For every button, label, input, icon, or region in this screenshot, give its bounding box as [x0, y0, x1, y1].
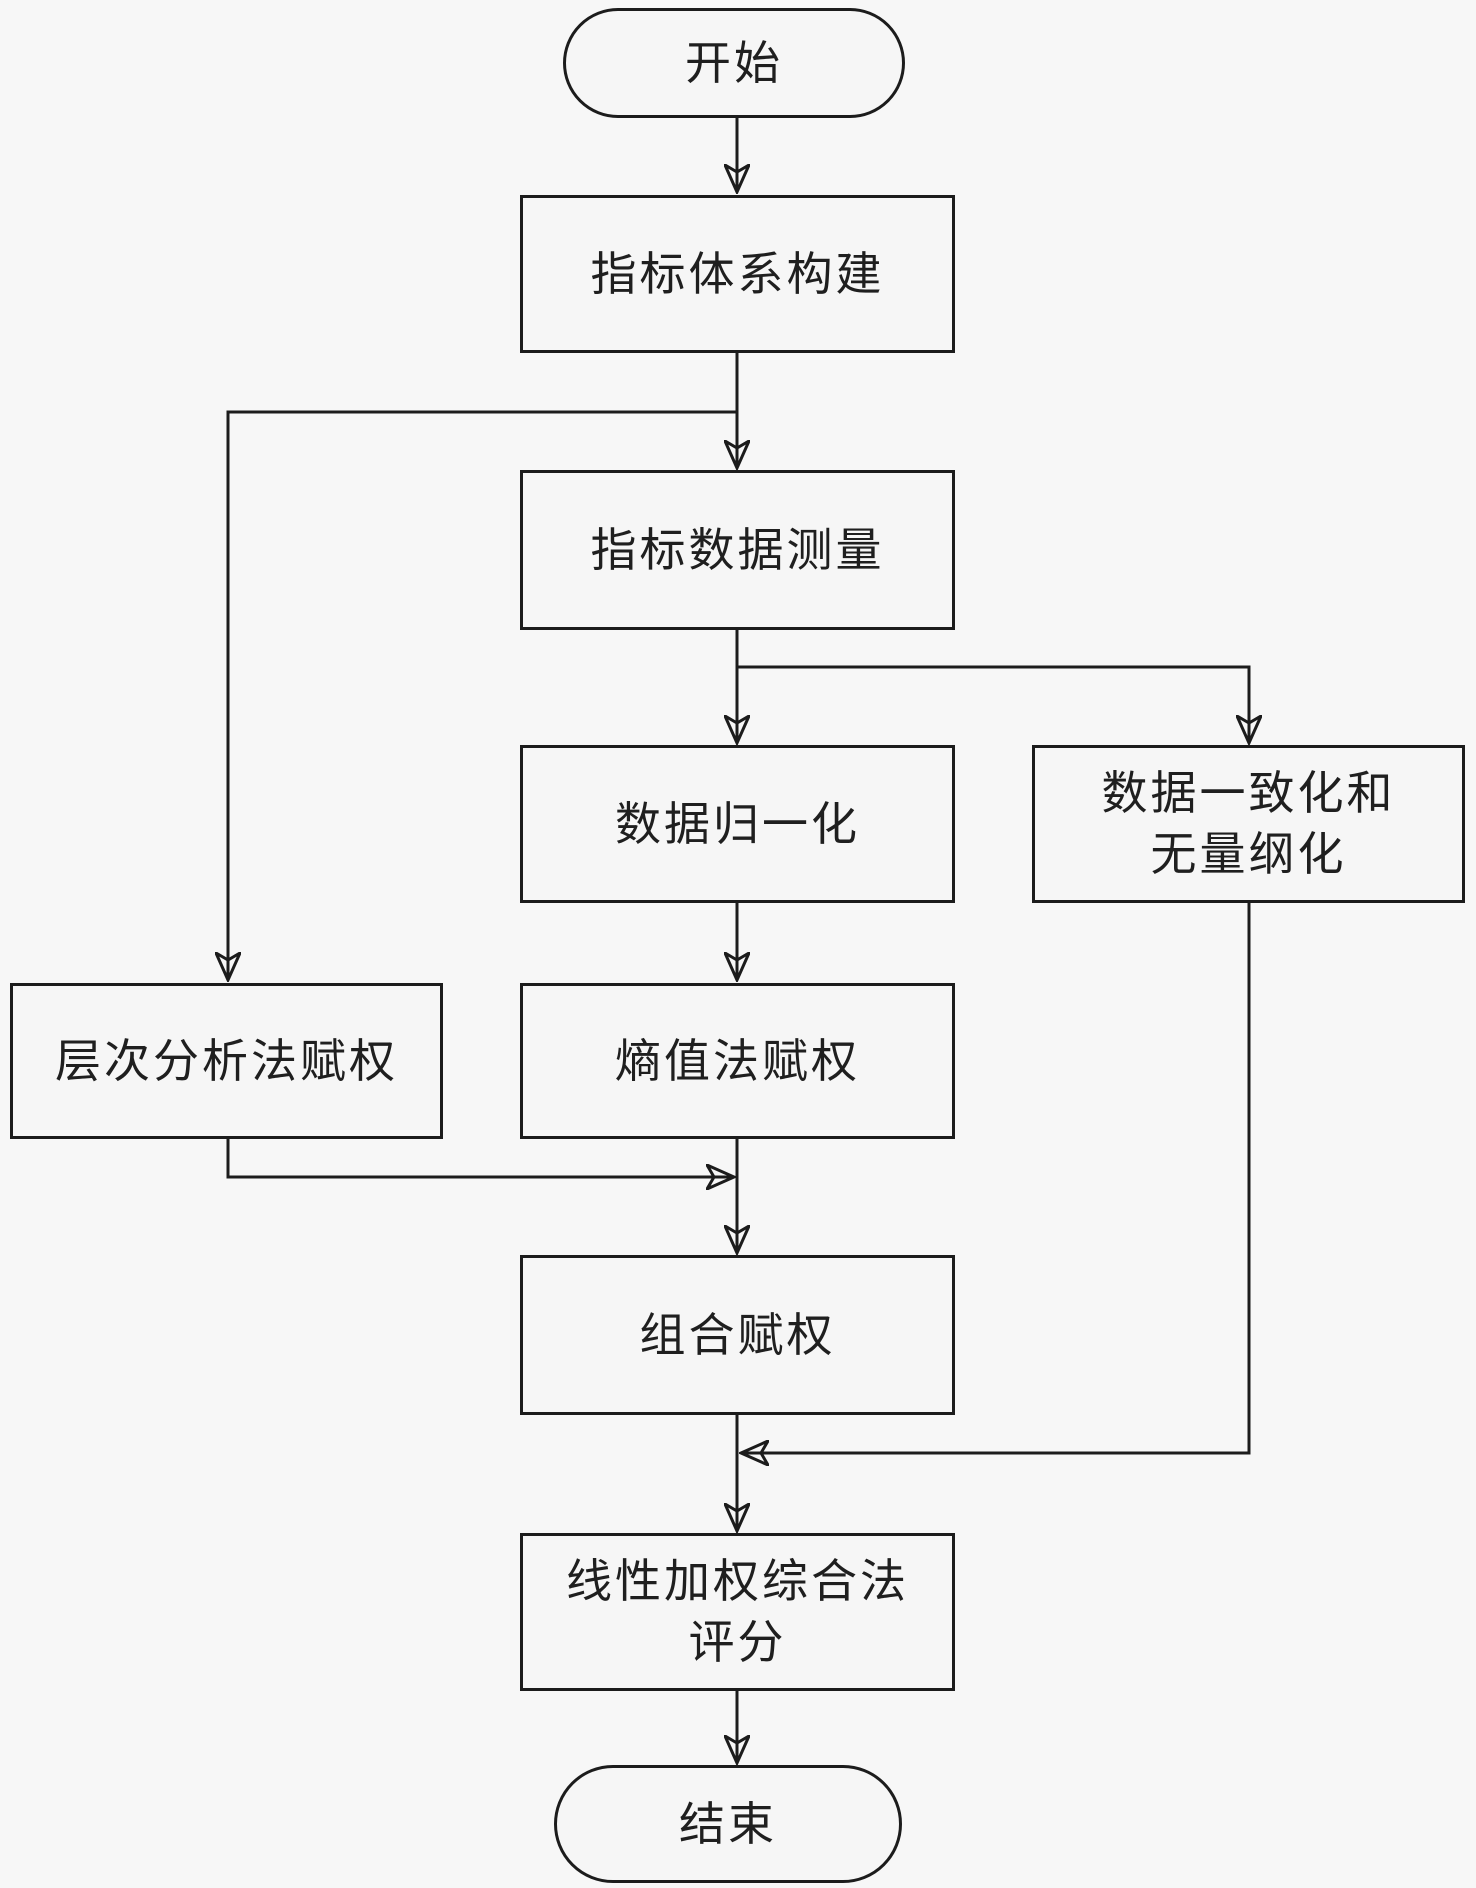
node-linear-label: 线性加权综合法 评分 [566, 1554, 909, 1669]
node-entropy: 熵值法赋权 [520, 983, 955, 1139]
node-combined: 组合赋权 [520, 1255, 955, 1415]
node-data-measurement-label: 指标数据测量 [590, 522, 885, 577]
node-entropy-label: 熵值法赋权 [615, 1033, 860, 1088]
node-indicator-system-label: 指标体系构建 [590, 246, 885, 301]
node-combined-label: 组合赋权 [639, 1307, 836, 1362]
node-linear: 线性加权综合法 评分 [520, 1533, 955, 1691]
edge-indicator-system-to-ahp [228, 410, 737, 979]
node-indicator-system: 指标体系构建 [520, 195, 955, 353]
node-consistency: 数据一致化和 无量纲化 [1032, 745, 1465, 903]
edge-data-measurement-to-consistency [737, 665, 1249, 742]
node-normalization: 数据归一化 [520, 745, 955, 903]
node-end: 结束 [554, 1765, 902, 1883]
edge-ahp-to-combined [226, 1139, 733, 1177]
node-ahp: 层次分析法赋权 [10, 983, 443, 1139]
node-normalization-label: 数据归一化 [615, 796, 860, 851]
node-data-measurement: 指标数据测量 [520, 470, 955, 630]
node-consistency-label: 数据一致化和 无量纲化 [1101, 766, 1396, 881]
node-start-label: 开始 [685, 35, 783, 90]
edge-consistency-to-linear [742, 903, 1251, 1453]
node-ahp-label: 层次分析法赋权 [55, 1033, 398, 1088]
node-start: 开始 [563, 8, 905, 118]
node-end-label: 结束 [679, 1796, 777, 1851]
